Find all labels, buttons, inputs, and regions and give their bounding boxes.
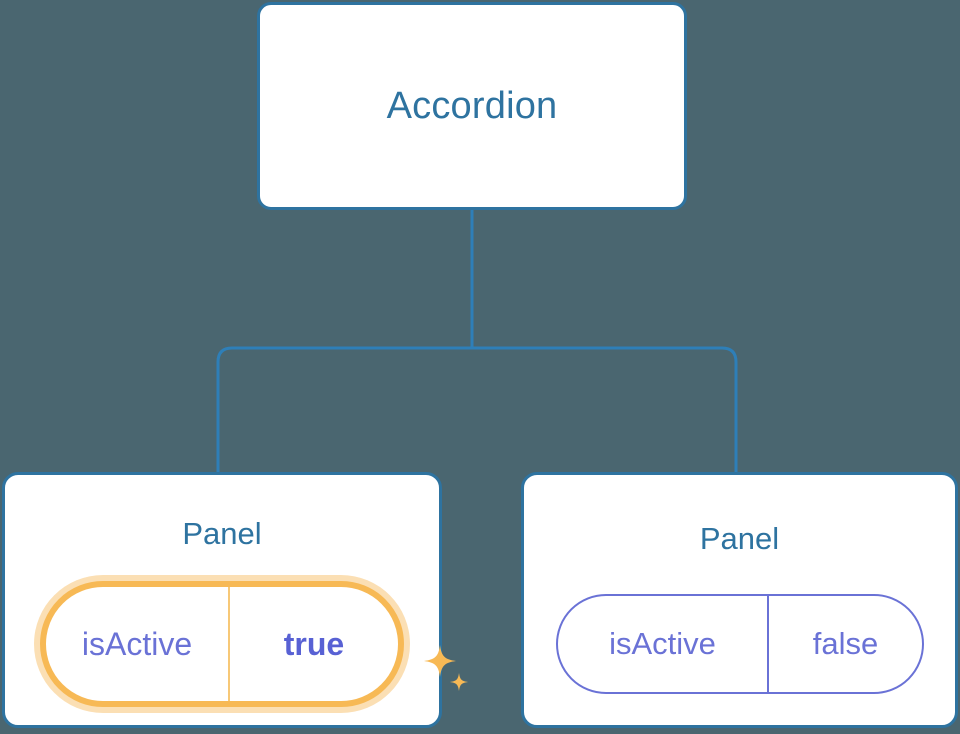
prop-key-label: isActive: [609, 626, 716, 661]
sparkle-group: [424, 645, 468, 691]
prop-pill-highlighted[interactable]: isActive true: [34, 575, 468, 713]
node-title: Panel: [699, 521, 780, 556]
prop-key-label: isActive: [81, 625, 193, 662]
prop-value-label: true: [283, 625, 345, 662]
node-panel-active[interactable]: Panel isActive true: [2, 472, 468, 728]
prop-pill[interactable]: isActive false: [555, 594, 924, 694]
prop-value-label: false: [812, 626, 879, 661]
prop-key: isActive: [558, 596, 770, 692]
prop-key: isActive: [46, 587, 230, 701]
sparkle-small-icon: [450, 673, 468, 691]
prop-value: false: [769, 596, 921, 692]
node-title: Panel: [182, 516, 262, 551]
connector-branch-bus: [216, 346, 738, 472]
node-panel-inactive[interactable]: Panel isActive false: [521, 472, 958, 728]
sparkle-large-icon: [424, 645, 456, 677]
prop-value: true: [230, 587, 398, 701]
node-title: Accordion: [386, 85, 558, 127]
node-accordion[interactable]: Accordion: [257, 2, 687, 210]
prop-pill-body: isActive true: [40, 581, 404, 707]
